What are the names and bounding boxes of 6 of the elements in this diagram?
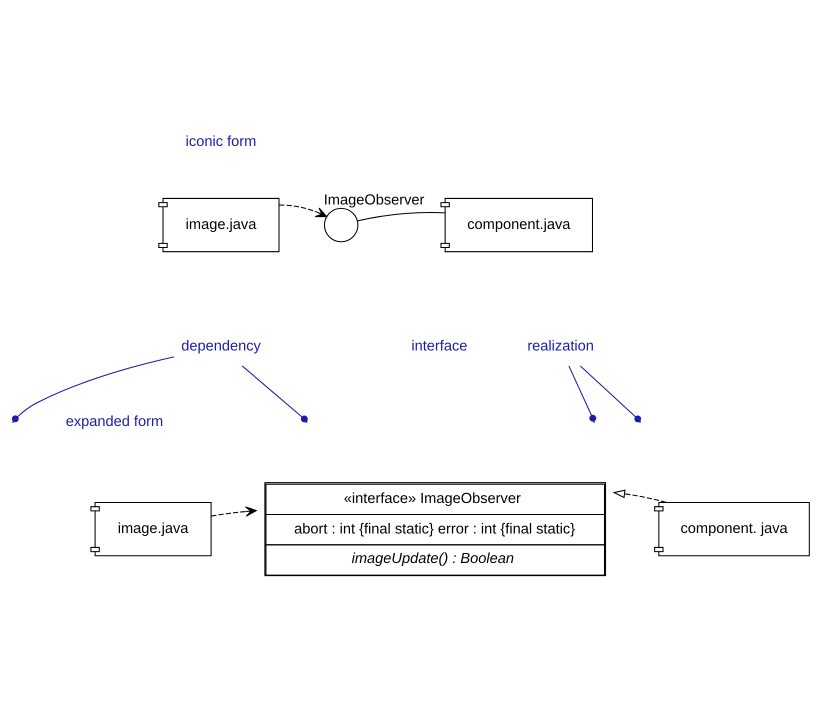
node-text: realization (527, 338, 594, 354)
label: expanded form (66, 413, 164, 430)
node-label: ImageObserver (324, 192, 424, 208)
label: interface (411, 338, 468, 354)
node-text: dependency (181, 338, 261, 354)
label: iconic form (186, 133, 256, 150)
